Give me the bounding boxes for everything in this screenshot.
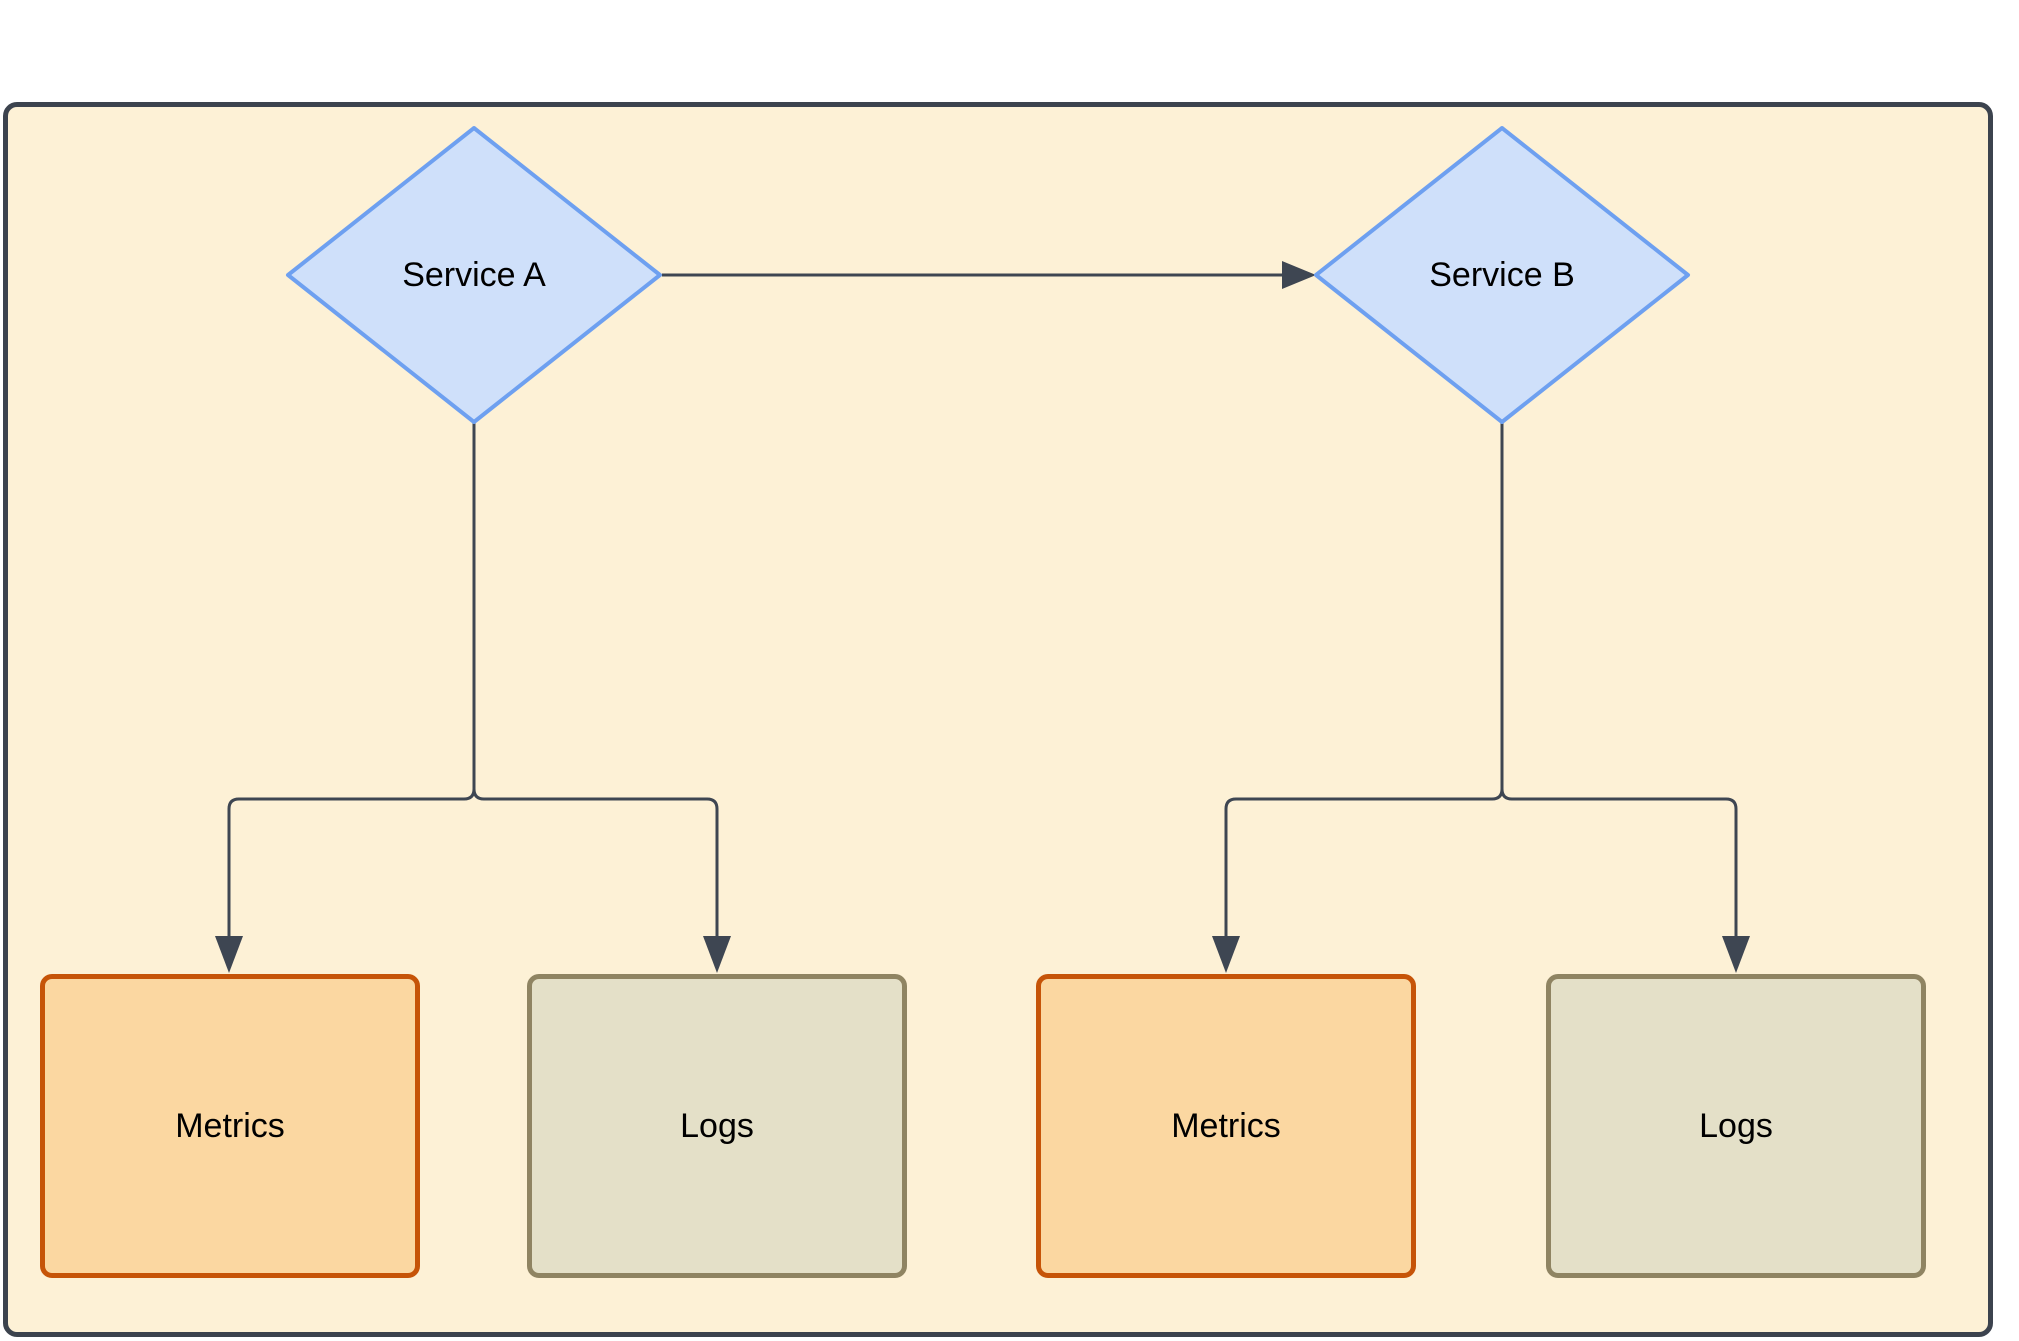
arrowhead-icon <box>1212 936 1240 973</box>
edge-service-a-to-service-b[interactable] <box>662 261 1316 289</box>
node-metrics-a[interactable]: Metrics <box>40 974 420 1278</box>
edge-service-b-to-metrics[interactable] <box>1212 422 1504 973</box>
arrowhead-icon <box>703 936 731 973</box>
node-logs-a[interactable]: Logs <box>527 974 907 1278</box>
arrowhead-icon <box>215 936 243 973</box>
edge-service-b-to-logs[interactable] <box>1500 788 1750 973</box>
node-service-b-shape[interactable] <box>1314 126 1690 424</box>
arrowhead-icon <box>1722 936 1750 973</box>
node-metrics-b[interactable]: Metrics <box>1036 974 1416 1278</box>
node-service-a-shape[interactable] <box>286 126 662 424</box>
node-logs-b[interactable]: Logs <box>1546 974 1926 1278</box>
edge-service-a-to-metrics[interactable] <box>215 422 476 973</box>
arrowhead-icon <box>1282 261 1316 289</box>
edge-service-a-to-logs[interactable] <box>472 788 731 973</box>
